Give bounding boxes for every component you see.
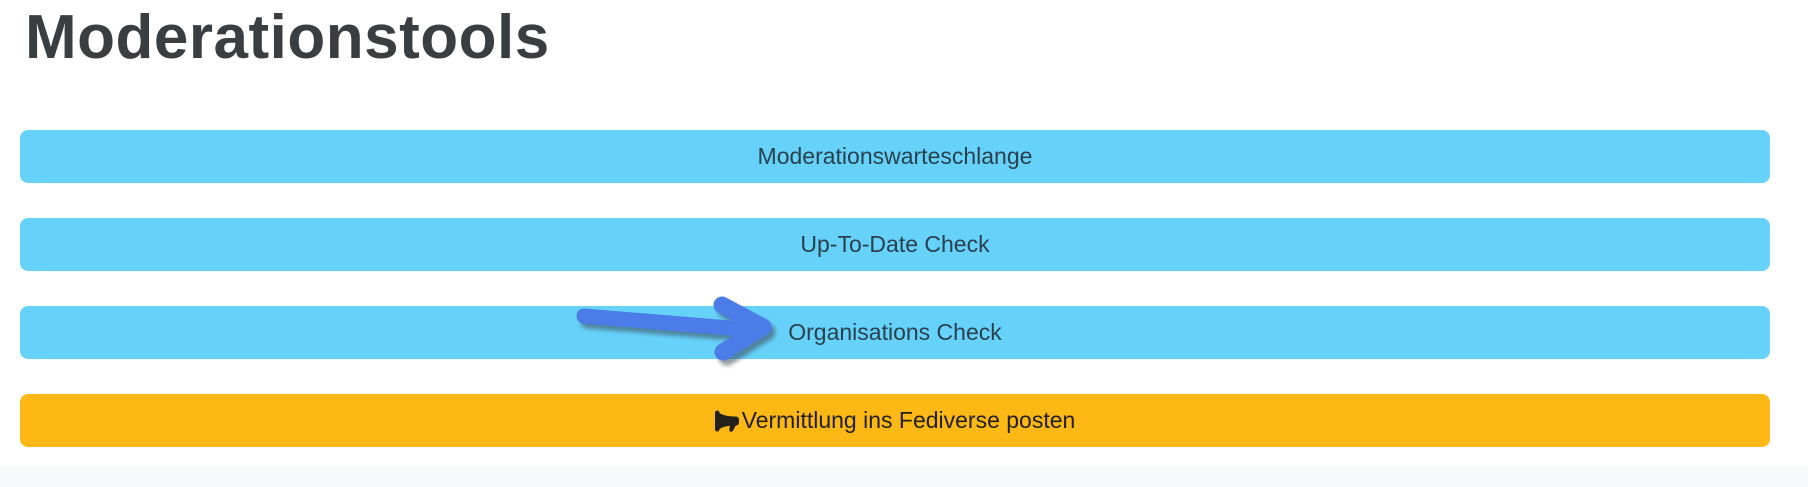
megaphone-icon bbox=[714, 410, 739, 432]
post-fediverse-button-label: Vermittlung ins Fediverse posten bbox=[741, 407, 1076, 433]
up-to-date-check-button[interactable]: Up-To-Date Check bbox=[20, 218, 1770, 271]
post-fediverse-button[interactable]: Vermittlung ins Fediverse posten bbox=[20, 394, 1770, 447]
moderation-queue-button[interactable]: Moderationswarteschlange bbox=[20, 130, 1770, 183]
footer-bar bbox=[0, 466, 1808, 487]
page-title: Moderationstools bbox=[25, 3, 550, 72]
organisations-check-button[interactable]: Organisations Check bbox=[20, 306, 1770, 359]
